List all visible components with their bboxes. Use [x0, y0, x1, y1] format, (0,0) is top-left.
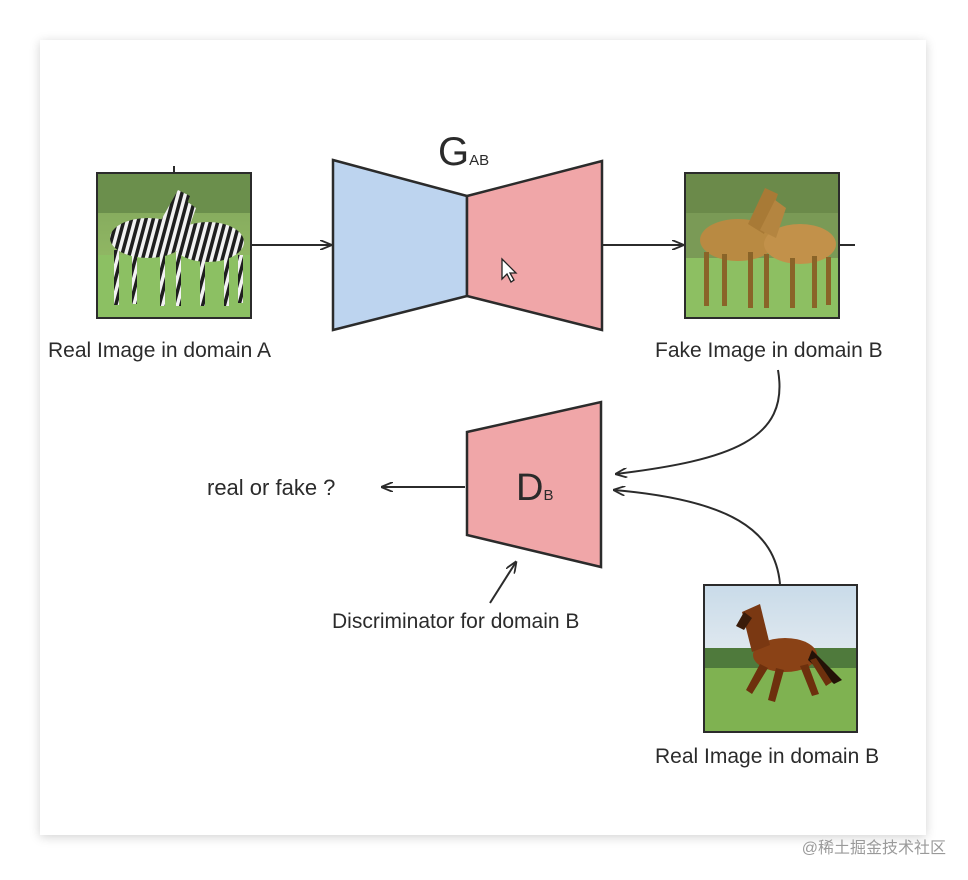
zebra-photo — [110, 190, 244, 306]
caption-real-b: Real Image in domain B — [655, 745, 879, 768]
real-image-domain-a: Real Image in domain A — [48, 172, 271, 362]
caption-discriminator: Discriminator for domain B — [332, 610, 579, 633]
mouse-cursor-icon — [501, 257, 518, 283]
generator-gab: GAB — [331, 130, 604, 332]
caption-real-a: Real Image in domain A — [48, 339, 271, 362]
arrows — [173, 166, 855, 604]
horse-photo-real — [736, 604, 842, 702]
real-image-domain-b: Real Image in domain B — [655, 584, 879, 768]
caption-fake-b: Fake Image in domain B — [655, 339, 883, 362]
watermark: @稀土掘金技术社区 — [801, 840, 946, 857]
fake-image-domain-b: Fake Image in domain B — [655, 172, 883, 362]
horse-photo-fake — [700, 188, 836, 308]
real-or-fake-label: real or fake ? — [207, 475, 335, 500]
arrow-fake-b-to-discriminator — [616, 369, 781, 474]
discriminator-label: DB — [516, 467, 553, 509]
generator-label: GAB — [438, 130, 489, 174]
discriminator-db: DB Discriminator for domain B — [332, 400, 603, 633]
generator-decoder — [465, 159, 604, 332]
arrow-real-b-to-discriminator — [614, 490, 781, 585]
arrow-caption-to-discriminator — [489, 562, 516, 604]
discriminator-shape — [465, 400, 603, 569]
generator-encoder — [331, 158, 469, 332]
